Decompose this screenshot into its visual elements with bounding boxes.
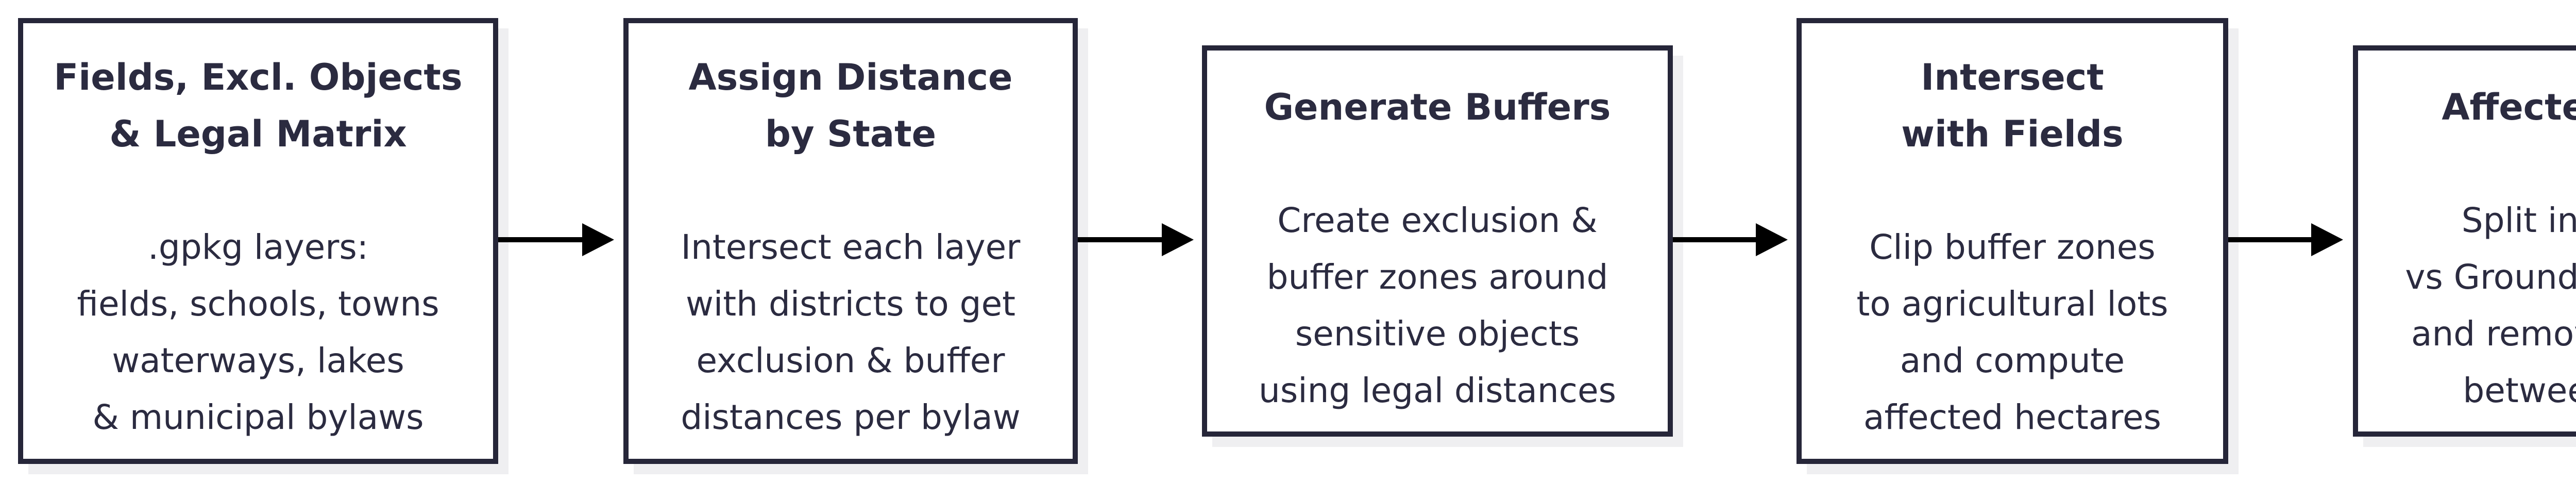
step-intersect-with-fields: Intersect with Fields Clip buffer zones … <box>1797 18 2228 464</box>
step-description: Create exclusion & buffer zones around s… <box>1259 201 1616 410</box>
step-assign-distance-by-state: Assign Distance by State Intersect each … <box>623 18 1078 464</box>
step-description: Clip buffer zones to agricultural lots a… <box>1856 227 2168 437</box>
arrow-head <box>1756 223 1788 256</box>
step-generate-buffers: Generate Buffers Create exclusion & buff… <box>1202 45 1673 437</box>
step-title: Assign Distance by State <box>688 56 1013 155</box>
step-description: Intersect each layer with districts to g… <box>681 227 1021 437</box>
arrow-right-icon <box>1078 223 1194 256</box>
step-title: Fields, Excl. Objects & Legal Matrix <box>54 56 463 155</box>
arrow-shaft <box>1078 237 1168 242</box>
arrow-head <box>582 223 614 256</box>
step-title: Intersect with Fields <box>1901 56 2124 155</box>
step-affected-areas: Affected Areas Split into Aerial vs Grou… <box>2353 45 2576 437</box>
arrow-shaft <box>2228 237 2317 242</box>
step-description: .gpkg layers: fields, schools, towns wat… <box>77 227 439 437</box>
arrow-shaft <box>498 237 588 242</box>
step-fields-excl-objects-legal-matrix: Fields, Excl. Objects & Legal Matrix .gp… <box>18 18 498 464</box>
arrow-head <box>2311 223 2343 256</box>
step-description: Split into Aerial vs Ground application … <box>2405 201 2576 410</box>
arrow-right-icon <box>1673 223 1788 256</box>
step-title: Generate Buffers <box>1264 86 1611 128</box>
arrow-head <box>1162 223 1194 256</box>
arrow-shaft <box>1673 237 1762 242</box>
arrow-right-icon <box>2228 223 2343 256</box>
step-title: Affected Areas <box>2442 86 2576 128</box>
arrow-right-icon <box>498 223 614 256</box>
